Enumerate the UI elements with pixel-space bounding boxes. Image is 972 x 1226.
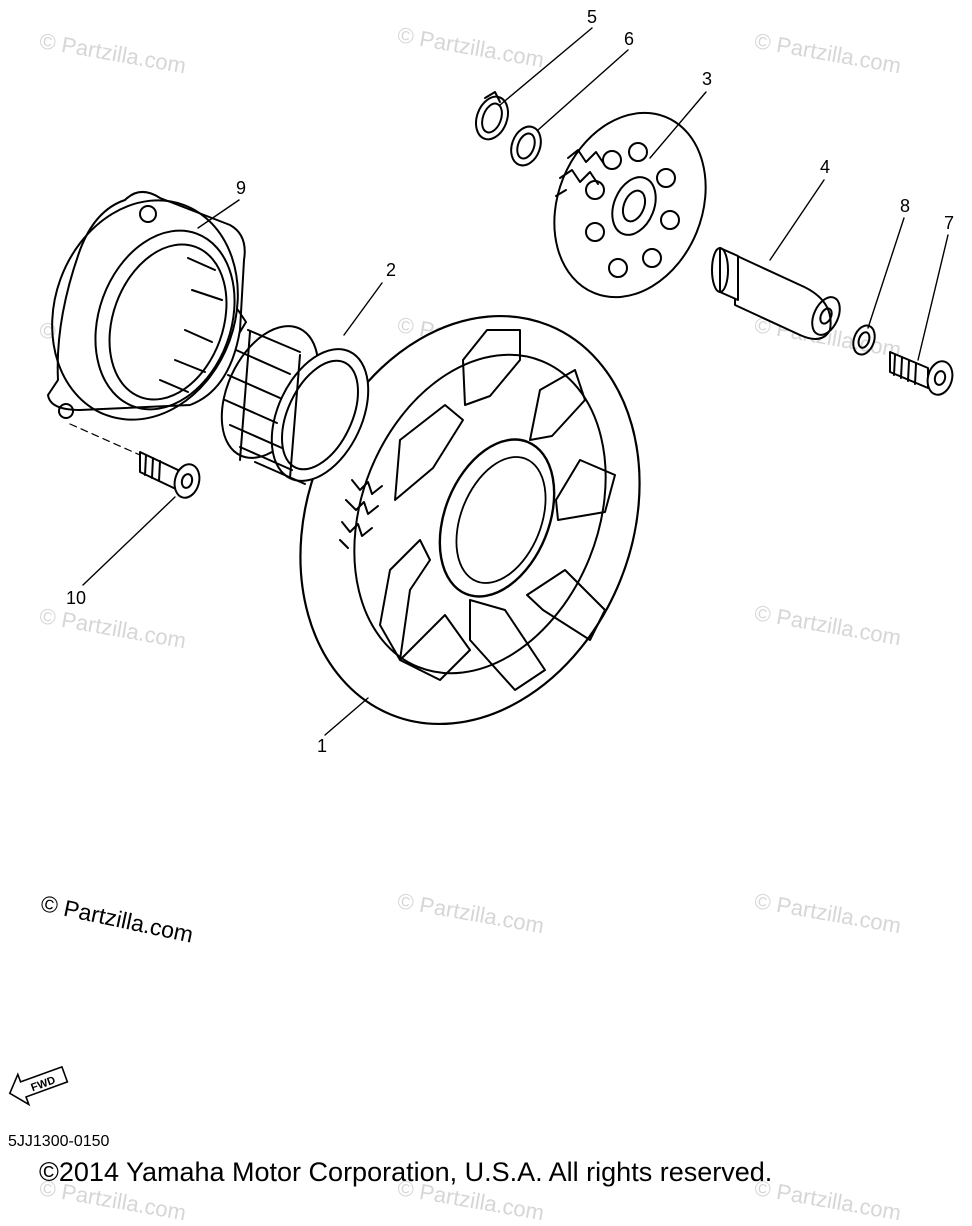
shaft <box>711 247 841 340</box>
callout-3: 3 <box>702 69 712 89</box>
copyright-notice: ©2014 Yamaha Motor Corporation, U.S.A. A… <box>39 1157 773 1187</box>
needle-bearing <box>220 325 370 485</box>
callout-1: 1 <box>317 736 327 756</box>
callout-6: 6 <box>624 29 634 49</box>
starter-wheel-gear <box>299 314 641 726</box>
callout-4: 4 <box>820 157 830 177</box>
bolt-10 <box>69 423 201 499</box>
starter-clutch-gear <box>553 111 707 299</box>
callout-7: 7 <box>944 213 954 233</box>
callout-10: 10 <box>66 588 86 608</box>
callout-8: 8 <box>900 196 910 216</box>
washer-6 <box>510 125 542 167</box>
bolt-7 <box>889 351 954 396</box>
drawing-code: 5JJ1300-0150 <box>8 1133 110 1150</box>
callout-5: 5 <box>587 7 597 27</box>
exploded-parts-diagram: 1 2 3 4 5 6 7 8 9 10 FWD <box>8 7 954 1107</box>
callout-2: 2 <box>386 260 396 280</box>
washer-8 <box>852 324 876 356</box>
starter-clutch-housing <box>47 191 247 421</box>
circlip <box>475 91 509 141</box>
callout-9: 9 <box>236 178 246 198</box>
fwd-arrow-icon: FWD <box>8 1065 69 1107</box>
